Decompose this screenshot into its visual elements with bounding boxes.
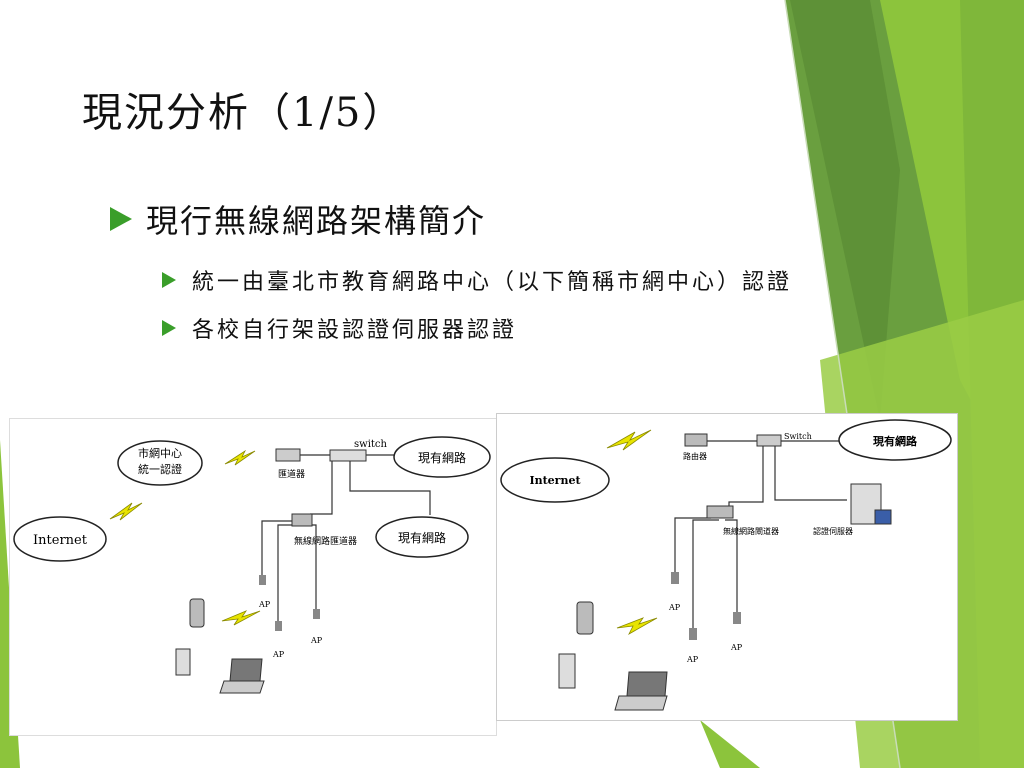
svg-text:Internet: Internet: [529, 474, 581, 487]
lightning-icon: [606, 429, 652, 451]
pda-icon: [189, 598, 205, 628]
diagram-school-auth: Internet 現有網路 路由器 Switch 無線網路閘道器 認證伺服器: [496, 413, 958, 721]
lightning-icon: [616, 617, 658, 636]
cloud-existing-network-1: 現有網路: [393, 436, 491, 478]
svg-text:AP: AP: [686, 655, 699, 664]
svg-text:市網中心: 市網中心: [138, 446, 182, 460]
access-point-icon: AP: [310, 609, 323, 645]
svg-text:路由器: 路由器: [683, 451, 707, 461]
svg-text:現有網路: 現有網路: [398, 530, 446, 545]
access-point-icon: AP: [730, 612, 743, 652]
svg-text:匯道器: 匯道器: [278, 468, 305, 480]
laptop-icon: [614, 671, 668, 711]
wireless-router-icon: 無線網路匯道器: [291, 513, 357, 547]
svg-text:無線網路閘道器: 無線網路閘道器: [723, 526, 779, 536]
access-point-icon: AP: [686, 628, 699, 664]
bullet-arrow-icon: [110, 207, 132, 231]
svg-text:Internet: Internet: [33, 533, 88, 548]
access-point-icon: AP: [272, 621, 285, 659]
laptop-icon: [219, 658, 265, 694]
tablet-icon: [175, 648, 191, 676]
svg-text:無線網路匯道器: 無線網路匯道器: [294, 535, 357, 547]
access-point-icon: AP: [668, 572, 681, 612]
sub-bullet-1: 統一由臺北市教育網路中心（以下簡稱市網中心）認證: [162, 264, 792, 296]
slide-title: 現況分析（1/5）: [82, 90, 405, 136]
svg-text:AP: AP: [272, 650, 285, 659]
router-icon: 匯道器: [275, 448, 305, 480]
main-bullet: 現行無線網路架構簡介: [110, 196, 486, 242]
cloud-internet: Internet: [500, 457, 610, 503]
cloud-existing-network-2: 現有網路: [375, 516, 469, 558]
lightning-icon: [221, 610, 261, 626]
svg-text:認證伺服器: 認證伺服器: [813, 526, 853, 536]
svg-text:AP: AP: [310, 636, 323, 645]
wireless-gateway-icon: 無線網路閘道器: [706, 505, 779, 536]
pda-icon: [576, 601, 594, 635]
svg-text:統一認證: 統一認證: [138, 462, 182, 476]
svg-text:Switch: Switch: [784, 432, 812, 441]
auth-server-icon: 認證伺服器: [813, 483, 892, 536]
cloud-existing-network: 現有網路: [838, 419, 952, 461]
svg-text:switch: switch: [354, 439, 388, 450]
diagram-city-auth: 市網中心 統一認證 Internet 現有網路 現有網路 匯道器 switc: [9, 418, 497, 736]
tablet-icon: [558, 653, 576, 689]
sub-bullet-text: 統一由臺北市教育網路中心（以下簡稱市網中心）認證: [192, 270, 793, 295]
switch-icon: switch: [329, 439, 388, 462]
svg-text:AP: AP: [668, 603, 681, 612]
cloud-center: 市網中心 統一認證: [117, 440, 203, 486]
bullet-arrow-icon: [162, 272, 176, 288]
sub-bullet-text: 各校自行架設認證伺服器認證: [192, 318, 518, 343]
cloud-internet: Internet: [13, 516, 107, 562]
bullet-arrow-icon: [162, 320, 176, 336]
sub-bullet-2: 各校自行架設認證伺服器認證: [162, 312, 517, 344]
svg-text:AP: AP: [258, 600, 271, 609]
router-icon: 路由器: [683, 433, 708, 461]
access-point-icon: AP: [258, 575, 271, 609]
svg-text:現有網路: 現有網路: [873, 434, 918, 448]
main-bullet-text: 現行無線網路架構簡介: [146, 202, 487, 240]
switch-icon: Switch: [756, 432, 812, 447]
svg-text:AP: AP: [730, 643, 743, 652]
lightning-icon: [109, 502, 143, 521]
svg-text:現有網路: 現有網路: [418, 450, 466, 465]
lightning-icon: [224, 449, 256, 466]
